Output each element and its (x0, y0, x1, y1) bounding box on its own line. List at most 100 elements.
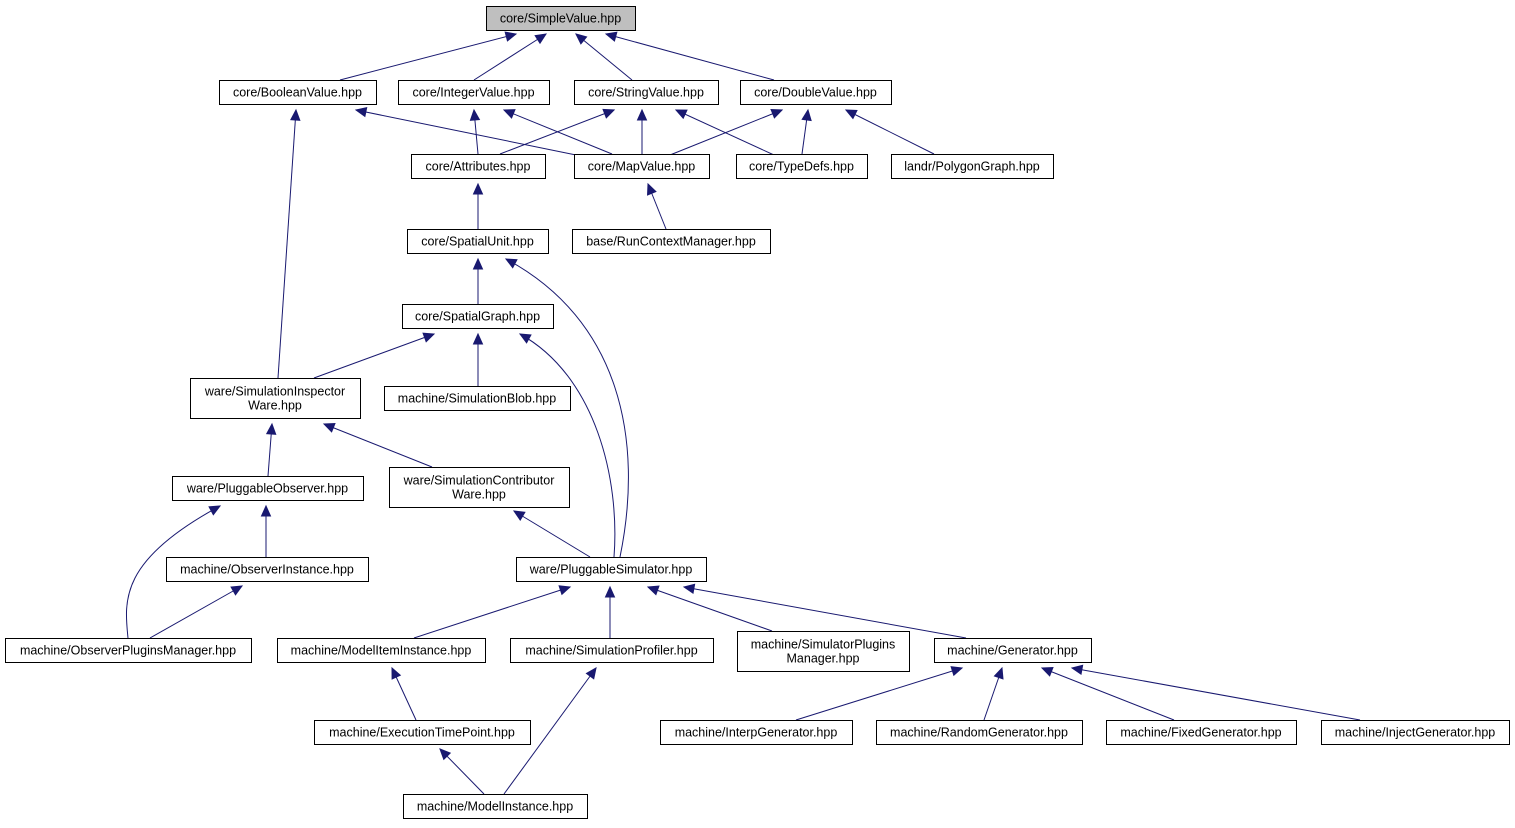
node-label: machine/ModelInstance.hpp (417, 800, 573, 814)
node-typedefs[interactable]: core/TypeDefs.hpp (736, 154, 868, 179)
edge-line (669, 109, 783, 156)
node-label: machine/ExecutionTimePoint.hpp (329, 726, 515, 740)
node-box (876, 720, 1083, 745)
edge-integer-to-attributes (469, 108, 481, 155)
node-double[interactable]: core/DoubleValue.hpp (740, 80, 892, 105)
edge-line (519, 333, 616, 558)
edge-string-to-attributes (499, 108, 616, 155)
node-label: machine/ModelItemInstance.hpp (291, 644, 472, 658)
edge-mapvalue-to-runcontext (647, 182, 667, 230)
edge-contributor-to-psimulator (512, 510, 591, 558)
arrowhead (647, 182, 657, 196)
node-box (402, 304, 554, 329)
node-box (574, 154, 710, 179)
node-runcontext[interactable]: base/RunContextManager.hpp (572, 229, 771, 254)
node-label: core/DoubleValue.hpp (754, 86, 877, 100)
node-label-line: ware/SimulationInspector (204, 385, 345, 399)
node-box (190, 378, 361, 419)
edge-line (795, 667, 963, 721)
node-polygon[interactable]: landr/PolygonGraph.hpp (891, 154, 1054, 179)
node-label-line: machine/ObserverPluginsManager.hpp (20, 644, 236, 658)
node-label-line: Ware.hpp (452, 488, 506, 502)
node-label: core/BooleanValue.hpp (233, 86, 362, 100)
edge-attributes-to-spatialunit (472, 182, 484, 229)
edge-line (499, 109, 615, 155)
node-box (737, 631, 910, 672)
node-box (398, 80, 550, 105)
node-inject[interactable]: machine/InjectGenerator.hpp (1321, 720, 1510, 745)
node-modelitem[interactable]: machine/ModelItemInstance.hpp (277, 638, 486, 663)
node-modelinstance[interactable]: machine/ModelInstance.hpp (403, 794, 588, 819)
node-spatialunit[interactable]: core/SpatialUnit.hpp (407, 229, 549, 254)
edge-pobserver-to-obsplugins (125, 505, 222, 639)
node-profiler[interactable]: machine/SimulationProfiler.hpp (510, 638, 714, 663)
node-label-line: machine/ObserverInstance.hpp (180, 563, 354, 577)
node-box (740, 80, 892, 105)
node-mapvalue[interactable]: core/MapValue.hpp (574, 154, 710, 179)
node-boolean[interactable]: core/BooleanValue.hpp (219, 80, 377, 105)
node-box (277, 638, 486, 663)
edge-boolean-to-mapvalue (354, 106, 577, 156)
edge-line (1071, 667, 1361, 721)
node-interp[interactable]: machine/InterpGenerator.hpp (660, 720, 853, 745)
node-box (1106, 720, 1297, 745)
node-string[interactable]: core/StringValue.hpp (574, 80, 719, 105)
node-box (736, 154, 868, 179)
node-psimulator[interactable]: ware/PluggableSimulator.hpp (516, 557, 707, 582)
node-simple[interactable]: core/SimpleValue.hpp (486, 6, 636, 31)
node-blob[interactable]: machine/SimulationBlob.hpp (384, 386, 571, 411)
node-integer[interactable]: core/IntegerValue.hpp (398, 80, 550, 105)
edge-psimulator-to-generator (682, 583, 967, 639)
node-label: landr/PolygonGraph.hpp (904, 160, 1040, 174)
arrowhead (636, 108, 648, 121)
node-fixed[interactable]: machine/FixedGenerator.hpp (1106, 720, 1297, 745)
edge-profiler-to-modelinstance (503, 667, 597, 795)
edge-double-to-typedefs (801, 108, 812, 155)
node-box (516, 557, 707, 582)
edge-double-to-polygon (844, 109, 935, 155)
edge-line (647, 586, 773, 632)
arrowhead (469, 108, 481, 121)
node-label-line: core/DoubleValue.hpp (754, 86, 877, 100)
arrowhead (354, 106, 368, 118)
node-label-line: core/TypeDefs.hpp (749, 160, 854, 174)
node-pobserver[interactable]: ware/PluggableObserver.hpp (172, 476, 364, 501)
edge-line (503, 667, 597, 795)
edge-simple-to-boolean (339, 31, 518, 81)
arrowhead (265, 422, 277, 435)
node-obsinstance[interactable]: machine/ObserverInstance.hpp (166, 557, 369, 582)
arrowhead (504, 258, 518, 269)
node-box (1321, 720, 1510, 745)
node-attributes[interactable]: core/Attributes.hpp (411, 154, 546, 179)
arrowhead (472, 257, 484, 270)
edge-line (473, 33, 547, 81)
edge-line (505, 258, 629, 558)
node-label-line: machine/ModelInstance.hpp (417, 800, 573, 814)
arrowhead (534, 33, 548, 45)
node-label-line: ware/PluggableSimulator.hpp (529, 563, 693, 577)
arrowhead (208, 505, 222, 516)
node-exectime[interactable]: machine/ExecutionTimePoint.hpp (314, 720, 531, 745)
node-spatialgraph[interactable]: core/SpatialGraph.hpp (402, 304, 554, 329)
arrowhead (674, 109, 688, 120)
edge-spatialunit-to-spatialgraph (472, 257, 484, 304)
node-label: machine/SimulationProfiler.hpp (525, 644, 697, 658)
edge-spatialgraph-to-psimulator (518, 333, 616, 558)
edge-pobserver-to-obsinstance (260, 504, 272, 557)
arrowhead (439, 748, 452, 761)
edge-spatialgraph-to-inspector (313, 332, 436, 379)
node-label: core/SpatialGraph.hpp (415, 310, 540, 324)
node-obsplugins[interactable]: machine/ObserverPluginsManager.hpp (5, 638, 252, 663)
edge-spatialgraph-to-blob (472, 332, 484, 386)
node-label: core/Attributes.hpp (426, 160, 531, 174)
node-random[interactable]: machine/RandomGenerator.hpp (876, 720, 1083, 745)
node-box (219, 80, 377, 105)
node-label: machine/SimulationBlob.hpp (398, 392, 556, 406)
node-generator[interactable]: machine/Generator.hpp (934, 638, 1092, 663)
node-label: ware/PluggableSimulator.hpp (529, 563, 693, 577)
